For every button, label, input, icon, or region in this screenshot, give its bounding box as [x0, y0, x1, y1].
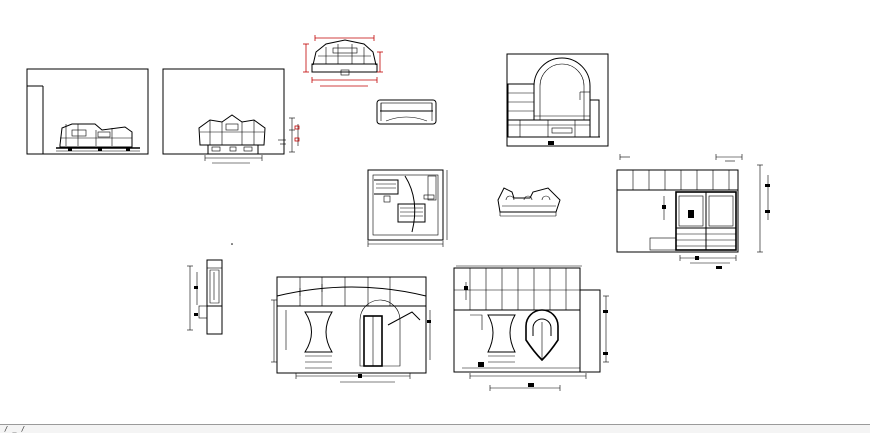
headboard-plan-detail[interactable]: [497, 187, 561, 217]
status-bar-handle[interactable]: / _ /: [4, 425, 26, 433]
stray-point: [231, 243, 233, 245]
wardrobe-elevation-bottom-left[interactable]: [271, 276, 431, 383]
wardrobe-elevation-bottom-right[interactable]: [453, 265, 609, 391]
wardrobe-elevation-right[interactable]: [616, 154, 770, 269]
room-floor-plan[interactable]: [367, 169, 448, 247]
sofa-plan[interactable]: [376, 99, 437, 125]
status-bar: / _ /: [0, 424, 870, 433]
elevation-left-room[interactable]: [26, 68, 149, 155]
bed-headboard-detail[interactable]: [303, 35, 383, 87]
drawing-sheet: [26, 35, 770, 391]
side-section-narrow[interactable]: [187, 259, 223, 335]
arched-wardrobe-elevation[interactable]: [506, 53, 609, 147]
elevation-bed-wall[interactable]: [162, 68, 300, 164]
